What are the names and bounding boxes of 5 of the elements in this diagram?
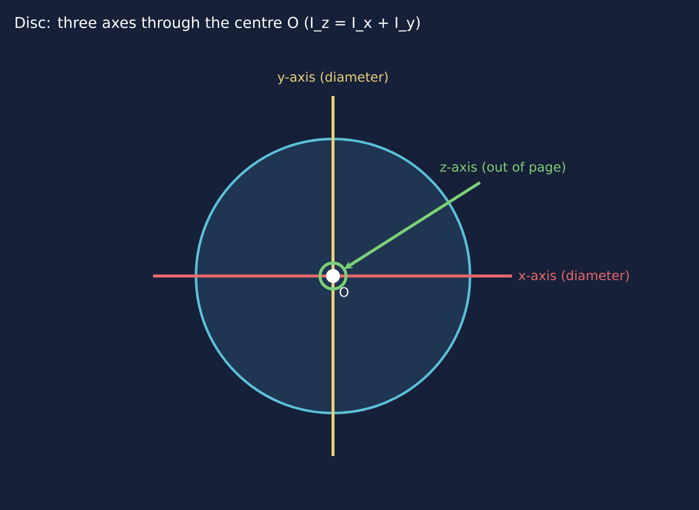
axis-label: x-axis (diameter) xyxy=(518,270,629,282)
axis-label: z-axis (out of page) xyxy=(440,162,566,174)
origin-label: O xyxy=(340,287,348,297)
title: Disc: three axes through the centre O (I_z = I_x + I_y) xyxy=(16,16,420,32)
axis-label: y-axis (diameter) xyxy=(278,72,388,84)
